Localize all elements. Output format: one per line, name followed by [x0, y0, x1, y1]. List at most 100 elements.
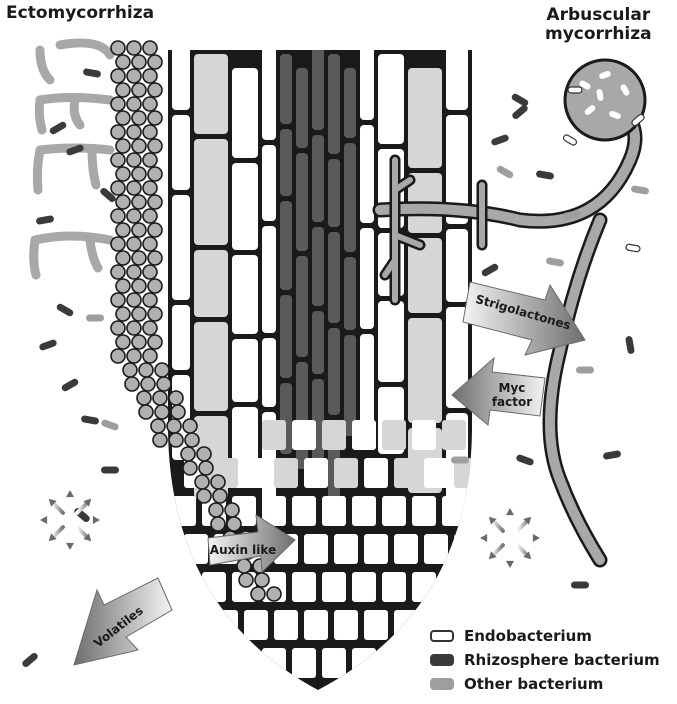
legend-item-rhizosphere: Rhizosphere bacterium [430, 648, 675, 672]
mantle-ball [111, 293, 125, 307]
mantle-ball [132, 251, 146, 265]
other-bacterium [86, 315, 104, 322]
mantle-ball [125, 377, 139, 391]
root-cap-cell [322, 572, 346, 602]
mantle-ball [116, 55, 130, 69]
root-cell [232, 163, 258, 250]
root-cell [378, 301, 404, 382]
root-cell [296, 68, 308, 148]
root-cell [446, 229, 468, 302]
rhizosphere-bacterium [55, 302, 74, 317]
root-cap-cell [172, 496, 196, 526]
arbuscular-title-line2: mycorrhiza [545, 25, 652, 44]
mantle-ball [127, 41, 141, 55]
mantle-ball [148, 335, 162, 349]
mantle-ball [116, 279, 130, 293]
mantle-ball [148, 195, 162, 209]
mantle-ball [237, 559, 251, 573]
mantle-ball [153, 391, 167, 405]
root-cap-cell [184, 610, 208, 640]
other-bacterium [546, 257, 565, 267]
root-cell [328, 328, 340, 415]
mantle-ball [148, 139, 162, 153]
root-cell [296, 362, 308, 469]
root-cap-cell [304, 458, 328, 488]
root-cell [262, 40, 276, 140]
root-cap-cell [454, 534, 478, 564]
mantle-ball [127, 265, 141, 279]
volatile-burst-head [93, 516, 100, 524]
rhizosphere-bacterium [625, 336, 635, 355]
root-cap-cell [364, 610, 388, 640]
ectomycorrhiza-hyphae [34, 43, 110, 275]
root-cell [408, 238, 442, 313]
other-bacterium [495, 164, 514, 179]
root-cell [360, 228, 374, 329]
mantle-ball [211, 517, 225, 531]
rhizosphere-bacterium [81, 415, 100, 425]
mantle-ball [143, 69, 157, 83]
mantle-ball [137, 391, 151, 405]
root-cell [172, 305, 190, 370]
root-cap-cell [292, 420, 316, 450]
mantle-ball [132, 223, 146, 237]
mantle-ball [169, 391, 183, 405]
legend-label: Endobacterium [464, 627, 592, 645]
volatile-burst-head [66, 543, 74, 550]
mantle-ball [143, 41, 157, 55]
mantle-ball [183, 419, 197, 433]
mantle-ball [132, 335, 146, 349]
endobacterium [568, 87, 582, 93]
root-cap-cell [322, 496, 346, 526]
mantle-ball [148, 307, 162, 321]
root-cell [194, 139, 228, 245]
root-cap-cell [244, 610, 268, 640]
root-cell [296, 153, 308, 251]
root-cap-cell [412, 420, 436, 450]
other-bacterium [100, 419, 119, 432]
mantle-ball [127, 349, 141, 363]
mantle-ball [143, 293, 157, 307]
mantle-ball [251, 587, 265, 601]
mantle-ball [139, 405, 153, 419]
root-cap-cell [352, 572, 376, 602]
mantle-ball [132, 195, 146, 209]
root-cap-cell [412, 572, 436, 602]
mantle-ball [148, 279, 162, 293]
root-cell [312, 227, 324, 306]
rhizosphere-bacterium [101, 467, 119, 474]
volatile-burst-head [40, 516, 47, 524]
root-cell [280, 295, 292, 378]
root-cell [328, 159, 340, 227]
mantle-ball [148, 167, 162, 181]
mantle-ball [111, 125, 125, 139]
mantle-ball [143, 321, 157, 335]
endobacterium [626, 244, 641, 252]
volatile-burst-head [480, 534, 487, 542]
root-cap-cell [244, 458, 268, 488]
mantle-ball [132, 279, 146, 293]
endobacterium [562, 134, 577, 146]
mantle-ball [185, 433, 199, 447]
rhizosphere-bacterium [36, 215, 55, 225]
rhizosphere-bacterium [536, 170, 555, 180]
mantle-ball [143, 209, 157, 223]
mantle-ball [227, 517, 241, 531]
root-cap-cell [442, 496, 466, 526]
root-cap-cell [292, 572, 316, 602]
mantle-ball [167, 419, 181, 433]
mantle-ball [148, 55, 162, 69]
root-cap-cell [382, 572, 406, 602]
root-cell [194, 322, 228, 411]
legend-label: Other bacterium [464, 675, 603, 693]
root-cap-cell [424, 534, 448, 564]
root-cap-cell [202, 648, 226, 678]
root-cap-cell [334, 534, 358, 564]
root-cell [312, 135, 324, 222]
mantle-ball [143, 237, 157, 251]
mantle-ball [111, 265, 125, 279]
mantle-ball [132, 55, 146, 69]
myc-label: Myc [499, 381, 526, 395]
mantle-ball [148, 111, 162, 125]
